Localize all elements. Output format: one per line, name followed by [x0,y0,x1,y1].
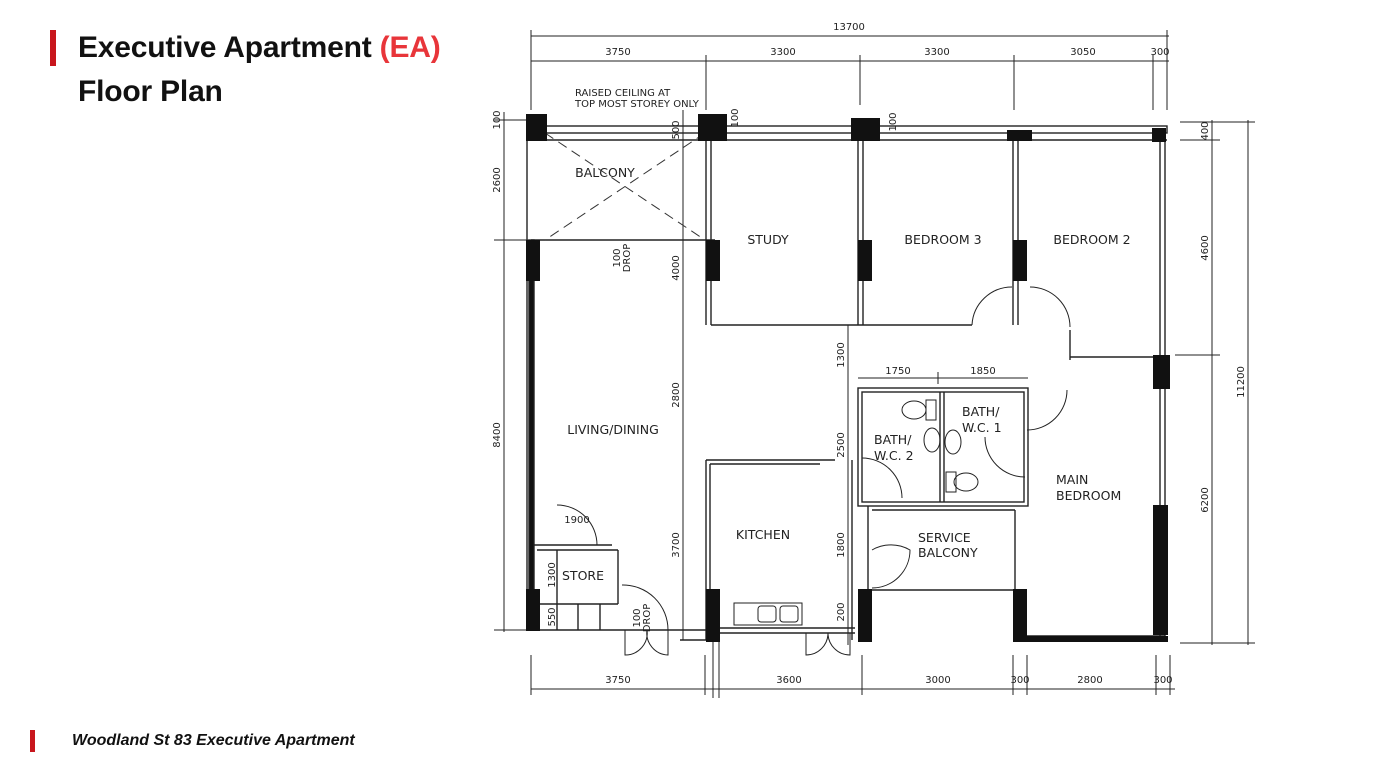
room-bath2-line2: W.C. 2 [874,448,914,463]
title-main: Executive Apartment [78,31,380,64]
dim-mid-2: 2500 [836,432,847,457]
dim-left-3: 8400 [492,422,503,447]
dim-left-2: 2600 [492,167,503,192]
dim-right-total: 11200 [1236,366,1247,398]
dim-right-1: 400 [1200,121,1211,140]
dim-store-width: 1900 [564,515,589,526]
title-accent-bar [50,30,56,66]
drop-label-2a: 100 [632,608,643,627]
room-study: STUDY [747,232,789,247]
dim-bottom-5: 2800 [1077,675,1102,686]
dim-bottom-2: 3600 [776,675,801,686]
drop-label-1a: 100 [612,248,623,267]
room-store: STORE [562,568,604,583]
dim-top-small-1: 100 [730,108,741,127]
dim-bath2-width: 1750 [885,366,910,377]
room-bath1-line2: W.C. 1 [962,420,1002,435]
drop-label-1b: DROP [622,244,633,273]
room-main-bedroom-line2: BEDROOM [1056,488,1121,503]
dim-inner-1: 500 [671,120,682,139]
dim-inner-3: 2800 [671,382,682,407]
dim-inner-2: 4000 [671,255,682,280]
dim-top-5: 300 [1150,47,1169,58]
room-main-bedroom-line1: MAIN [1056,472,1088,487]
room-bath1-line1: BATH/ [962,404,1000,419]
dim-top-3: 3300 [924,47,949,58]
title-highlight: (EA) [379,31,441,64]
drop-label-2b: DROP [642,604,653,633]
dim-right-3: 6200 [1200,487,1211,512]
footer-caption: Woodland St 83 Executive Apartment [72,732,355,749]
dim-top-4: 3050 [1070,47,1095,58]
footer-accent-bar [30,730,35,752]
dim-store-height: 1300 [547,562,558,587]
room-bedroom-3: BEDROOM 3 [904,232,981,247]
dim-top-small-2: 100 [888,112,899,131]
room-bedroom-2: BEDROOM 2 [1053,232,1130,247]
dim-top-2: 3300 [770,47,795,58]
note-line1: RAISED CEILING AT [575,88,671,99]
dim-inner-4: 3700 [671,532,682,557]
note-line2: TOP MOST STOREY ONLY [574,99,700,110]
room-living-dining: LIVING/DINING [567,422,659,437]
dim-mid-4: 200 [836,602,847,621]
room-balcony: BALCONY [575,165,635,180]
room-service-line1: SERVICE [918,530,971,545]
dim-left-1: 100 [492,110,503,129]
dim-right-2: 4600 [1200,235,1211,260]
dim-total-width: 13700 [833,22,865,33]
dim-bath1-width: 1850 [970,366,995,377]
room-service-line2: BALCONY [918,545,978,560]
dim-mid-1: 1300 [836,342,847,367]
dim-bottom-6: 300 [1153,675,1172,686]
dim-store-lower: 550 [547,607,558,626]
dim-top-1: 3750 [605,47,630,58]
dim-bottom-4: 300 [1010,675,1029,686]
dim-mid-3: 1800 [836,532,847,557]
title-line2: Floor Plan [78,75,223,108]
page-title: Executive Apartment (EA) Floor Plan [78,26,441,114]
dim-bottom-3: 3000 [925,675,950,686]
dim-bottom-1: 3750 [605,675,630,686]
room-bath2-line1: BATH/ [874,432,912,447]
room-kitchen: KITCHEN [736,527,790,542]
